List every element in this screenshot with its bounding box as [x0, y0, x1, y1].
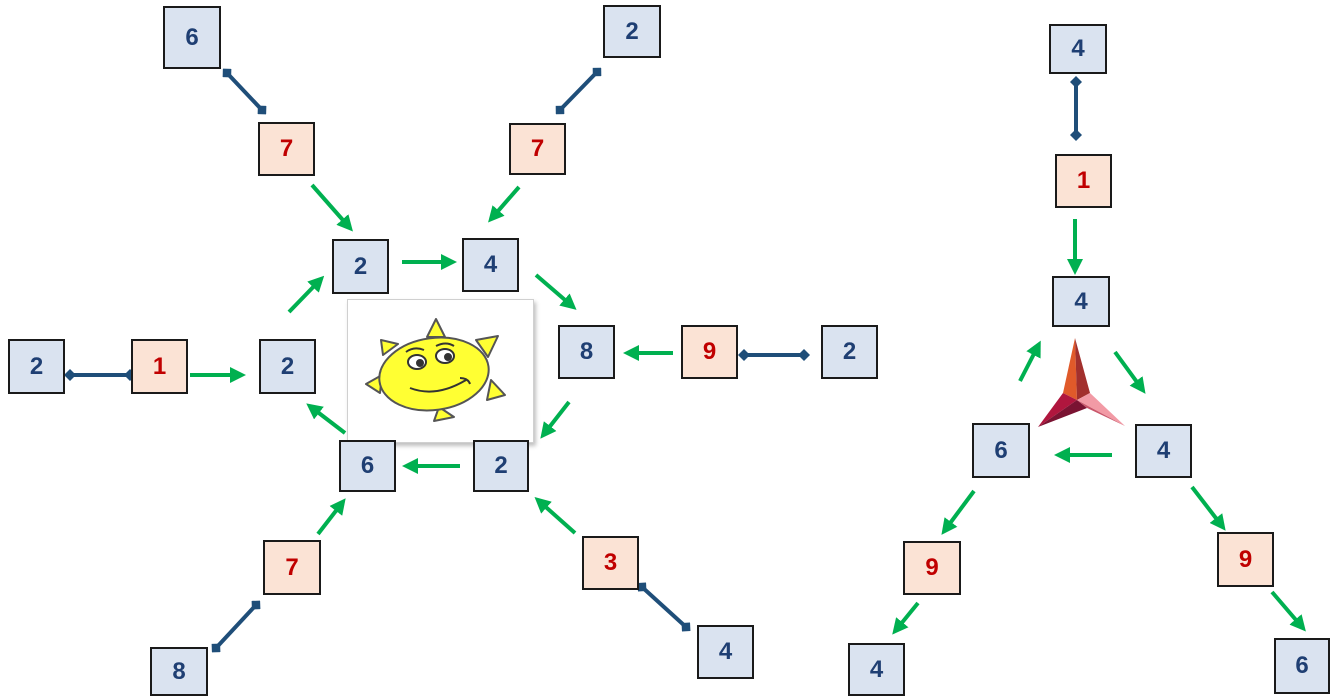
- box-left-top-right-middle: 7: [509, 123, 566, 175]
- arrow-ring-bottom-left: [306, 403, 347, 435]
- arrow-ring-left: [287, 275, 325, 314]
- arrow-ring-top-right: [534, 273, 577, 310]
- triangle-star-image: [1035, 338, 1127, 435]
- box-ring-top-right: 4: [462, 238, 519, 292]
- arrow-star-to-right-ring: [1113, 350, 1146, 394]
- box-bottom-left-outer: 8: [150, 647, 208, 696]
- box-left-top-left-middle: 7: [258, 122, 315, 176]
- box-bottom-right-outer: 4: [697, 625, 754, 679]
- sun-image: [347, 299, 534, 443]
- box-star-right-ring: 4: [1135, 424, 1192, 478]
- box-star-right-middle: 9: [1217, 532, 1274, 587]
- box-left-middle: 1: [131, 339, 188, 394]
- box-star-top-ring: 4: [1052, 276, 1110, 327]
- connector-br: [637, 582, 691, 632]
- box-ring-left: 2: [259, 339, 316, 394]
- box-ring-bottom-right: 2: [473, 440, 529, 492]
- box-ring-top-left: 2: [332, 239, 389, 294]
- box-bottom-right-middle: 3: [582, 536, 639, 590]
- connector-bl: [211, 600, 261, 653]
- connector-tr: [555, 67, 602, 115]
- box-left-top-right-outer: 2: [603, 5, 661, 58]
- arrow-right-mid-to-outer: [1270, 590, 1306, 632]
- arrow-left-ring-to-mid: [941, 489, 976, 535]
- navy-connectors: [64, 67, 1082, 653]
- arrow-left-mid-to-outer: [892, 601, 920, 635]
- box-star-top-outer: 4: [1049, 24, 1107, 74]
- arrow-left-ring-to-star: [1018, 340, 1041, 382]
- green-arrows: [190, 183, 1306, 635]
- box-ring-bottom-left: 6: [339, 440, 396, 492]
- box-star-left-middle: 9: [903, 541, 961, 595]
- box-star-right-outer: 6: [1274, 638, 1330, 694]
- box-ring-right: 8: [558, 325, 615, 379]
- arrow-bl-mid-to-ring: [316, 498, 346, 536]
- box-left-outer: 2: [8, 339, 65, 394]
- arrow-tl-mid-to-ring: [310, 183, 353, 232]
- arrow-br-mid-to-ring: [534, 497, 577, 535]
- triangle-star-icon: [1038, 338, 1125, 427]
- arrow-right-ring-to-mid: [1190, 485, 1226, 531]
- box-left-top-left-outer: 6: [163, 6, 221, 69]
- box-star-left-ring: 6: [972, 423, 1030, 478]
- box-right-middle: 9: [681, 325, 738, 379]
- box-right-outer: 2: [821, 325, 878, 379]
- box-bottom-left-middle: 7: [263, 540, 321, 595]
- box-star-top-middle: 1: [1055, 154, 1112, 208]
- box-star-left-outer: 4: [848, 643, 905, 696]
- sun-face-icon: [365, 318, 506, 422]
- connector-tl: [222, 68, 267, 115]
- arrow-tr-mid-to-ring: [488, 185, 521, 223]
- arrow-ring-right: [540, 400, 571, 439]
